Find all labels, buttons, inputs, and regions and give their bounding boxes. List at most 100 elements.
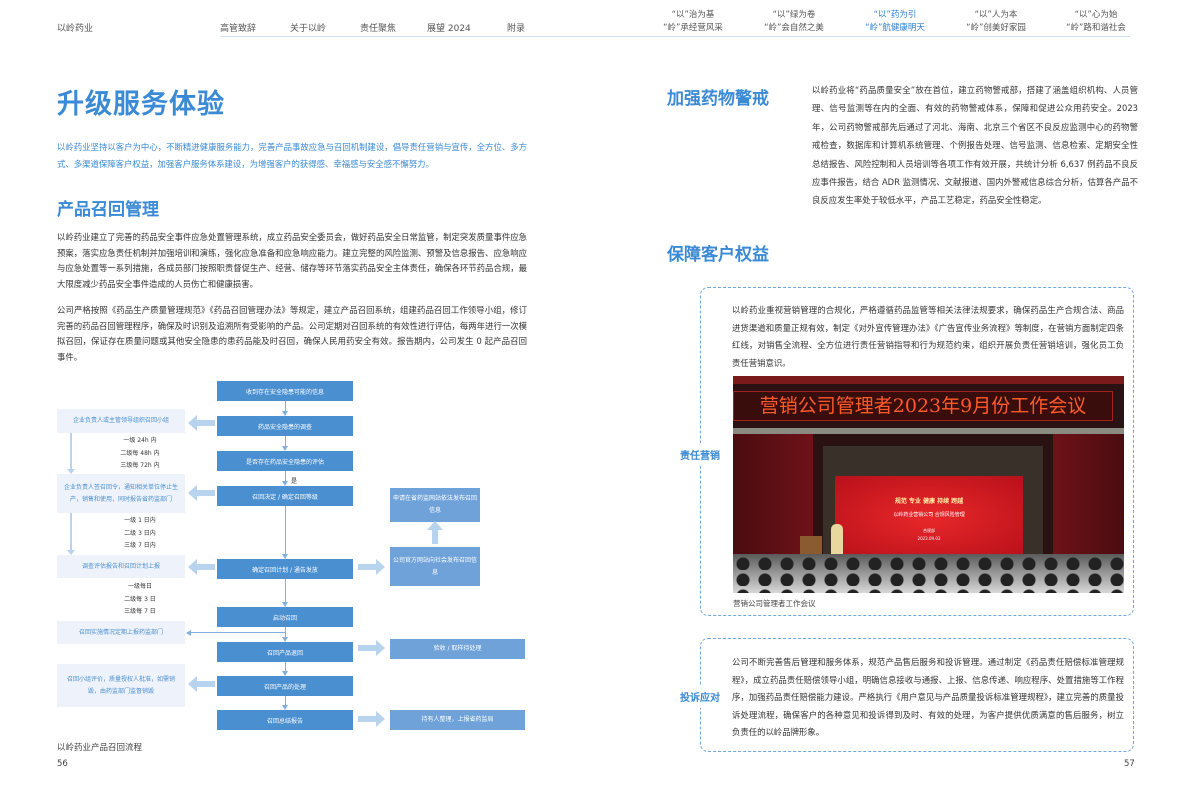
big-arrow-left [188, 415, 215, 431]
section-title-pharmacovigilance: 加强药物警戒 [667, 89, 769, 109]
big-arrow-left [188, 559, 215, 575]
theme-line: “岭”承经营风采 [663, 23, 723, 33]
flow-arrow [282, 471, 288, 486]
flow-arrow [282, 506, 288, 559]
timing-text: 一级 1 日内 [124, 517, 156, 524]
timing-group-3: 一级每日二级每 3 日三级每 7 日 [100, 581, 180, 619]
big-arrow-right [358, 711, 385, 727]
page-number-left: 56 [57, 759, 68, 769]
timing-text: 二级每 3 日 [124, 595, 156, 603]
timing-text: 一级每日 [127, 583, 152, 590]
nav-executive[interactable]: 高管致辞 [220, 24, 257, 34]
flow-step: 召回总结报告 [217, 710, 353, 730]
curtain-right [1053, 434, 1124, 564]
podium [800, 536, 822, 558]
big-arrow-left [188, 485, 215, 501]
theme-line: “岭”航健康明天 [865, 23, 925, 33]
timing-text: 三级 7 日内 [124, 542, 156, 549]
theme-line: “以”治为基 [671, 10, 715, 20]
flow-side-step: 召回实施情况定期上报药监部门 [57, 621, 185, 644]
flow-right-step: 公司官方网站向社会发布召回信息 [390, 547, 480, 586]
flow-right-step: 验收 / 取样待处理 [390, 639, 525, 659]
curtain-left [733, 434, 813, 554]
timing-text: 三级每 7 日 [124, 608, 156, 615]
complaint-label: 投诉应对 [680, 685, 720, 708]
nav-focus[interactable]: 责任聚焦 [360, 24, 397, 34]
timing-text: 三级每 72h 内 [120, 462, 160, 469]
flow-side-step: 企业负责人或主管领导组织召回小组 [57, 409, 185, 433]
photo-caption: 营销公司管理者工作会议 [733, 599, 816, 608]
screen-title: 以岭药业营销公司 合规风险管理 [893, 512, 965, 518]
meeting-photo: 营销公司管理者2023年9月份工作会议 规范 专业 健康 持续 跨越 以岭药业营… [733, 376, 1124, 593]
theme-line: “以”人为本 [974, 10, 1018, 20]
marketing-label: 责任营销 [680, 443, 720, 466]
flow-arrow [282, 436, 288, 451]
nav-theme-5[interactable]: “以”心为始 “岭”路和谐社会 [1061, 9, 1131, 35]
flow-step: 召回产品的处理 [217, 676, 353, 696]
timing-text: 一级 24h 内 [123, 437, 157, 444]
flow-arrow [282, 627, 288, 642]
theme-line: “以”药为引 [873, 10, 917, 20]
nav-theme-2[interactable]: “以”绿为卷“岭”会自然之美 [759, 9, 829, 35]
presentation-screen: 规范 专业 健康 持续 跨越 以岭药业营销公司 合规风险管理 合规部 2023.… [835, 476, 1023, 558]
flow-big-arrows [188, 415, 443, 727]
theme-line: “岭”路和谐社会 [1066, 23, 1126, 33]
complaint-text: 公司不断完善售后管理和服务体系，规范产品售后服务和投诉管理。通过制定《药品责任赔… [732, 657, 1124, 738]
flow-arrow [282, 696, 288, 710]
flow-arrowhead [186, 629, 191, 636]
flow-arrow [282, 579, 288, 607]
big-arrow-right [358, 640, 385, 656]
flow-right-step: 申请在省药监网站依法发布召回信息 [390, 488, 480, 522]
nav-about[interactable]: 关于以岭 [290, 24, 327, 34]
flow-step: 启动召回 [217, 607, 353, 627]
flow-step: 召回产品退回 [217, 642, 353, 662]
big-arrow-right [358, 559, 385, 575]
flow-arrow [67, 513, 75, 555]
flow-yes-label: 是 [291, 478, 298, 485]
photo-top-band [733, 376, 1124, 384]
recall-paragraph-1: 以岭药业建立了完善的药品安全事件应急处置管理系统，成立药品安全委员会，做好药品安… [57, 232, 527, 289]
section-title-customer-rights: 保障客户权益 [667, 245, 769, 265]
header-divider [220, 36, 1130, 37]
flow-step: 确定召回计划 / 通告发放 [217, 559, 353, 579]
screen-slogan: 规范 专业 健康 持续 跨越 [894, 498, 964, 505]
flow-arrow [190, 632, 285, 633]
big-arrow-up [427, 521, 443, 544]
flowchart-caption: 以岭药业产品召回流程 [57, 743, 143, 753]
section-title-recall: 产品召回管理 [57, 200, 159, 220]
big-arrow-left [188, 676, 215, 692]
brand-label: 以岭药业 [57, 24, 94, 34]
flow-right-step: 持有人整理，上报省药监局 [390, 710, 525, 730]
timing-text: 二级 3 日内 [124, 529, 156, 537]
nav-outlook[interactable]: 展望 2024 [427, 24, 471, 34]
nav-theme-4[interactable]: “以”人为本 “岭”创美好家园 [961, 9, 1031, 35]
flow-step: 召回决定 / 确定召回等级 [217, 486, 353, 506]
flow-step: 是否存在药品安全隐患的评估 [217, 451, 353, 471]
screen-dept: 合规部 [923, 528, 935, 533]
photo-beam [733, 428, 1124, 434]
marketing-text: 以岭药业重视营销管理的合规化，严格遵循药品监管等相关法律法规要求，确保药品生产合… [732, 305, 1124, 368]
flow-arrow [67, 433, 75, 474]
flow-arrow [282, 662, 288, 676]
flow-side-step: 调查评估报告和召回计划上报 [57, 555, 185, 578]
timing-group-2: 一级 1 日内二级 3 日内三级 7 日内 [100, 515, 180, 553]
led-banner: 营销公司管理者2023年9月份工作会议 [733, 391, 1113, 421]
theme-line: “以”心为始 [1074, 10, 1118, 20]
nav-theme-3[interactable]: “以”药为引 “岭”航健康明天 [860, 9, 930, 35]
theme-line: “岭”创美好家园 [966, 23, 1026, 33]
flow-side-step: 企业负责人签召回令，通知相关单位停止生产，销售和使用，同时报告省药监部门 [57, 474, 185, 513]
intro-text: 以岭药业坚持以客户为中心，不断精进健康服务能力，完善产品事故应急与召回机制建设，… [57, 142, 527, 169]
page-number-right: 57 [1124, 759, 1135, 769]
flow-arrow [282, 401, 288, 416]
speaker [831, 524, 843, 554]
theme-line: “岭”会自然之美 [764, 23, 824, 33]
nav-appendix[interactable]: 附录 [507, 24, 526, 34]
nav-theme-1[interactable]: “以”治为基 “岭”承经营风采 [658, 9, 728, 35]
page-title: 升级服务体验 [57, 89, 225, 120]
pharmacovigilance-text: 以岭药业将“药品质量安全”放在首位，建立药物警戒部，搭建了涵盖组织机构、人员管理… [812, 85, 1138, 206]
timing-group-1: 一级 24h 内二级每 48h 内三级每 72h 内 [100, 435, 180, 473]
flow-step: 收到存在安全隐患可能的信息 [217, 381, 353, 401]
audience [733, 554, 1124, 593]
flow-step: 药品安全隐患的调查 [217, 416, 353, 436]
timing-text: 二级每 48h 内 [120, 449, 160, 457]
